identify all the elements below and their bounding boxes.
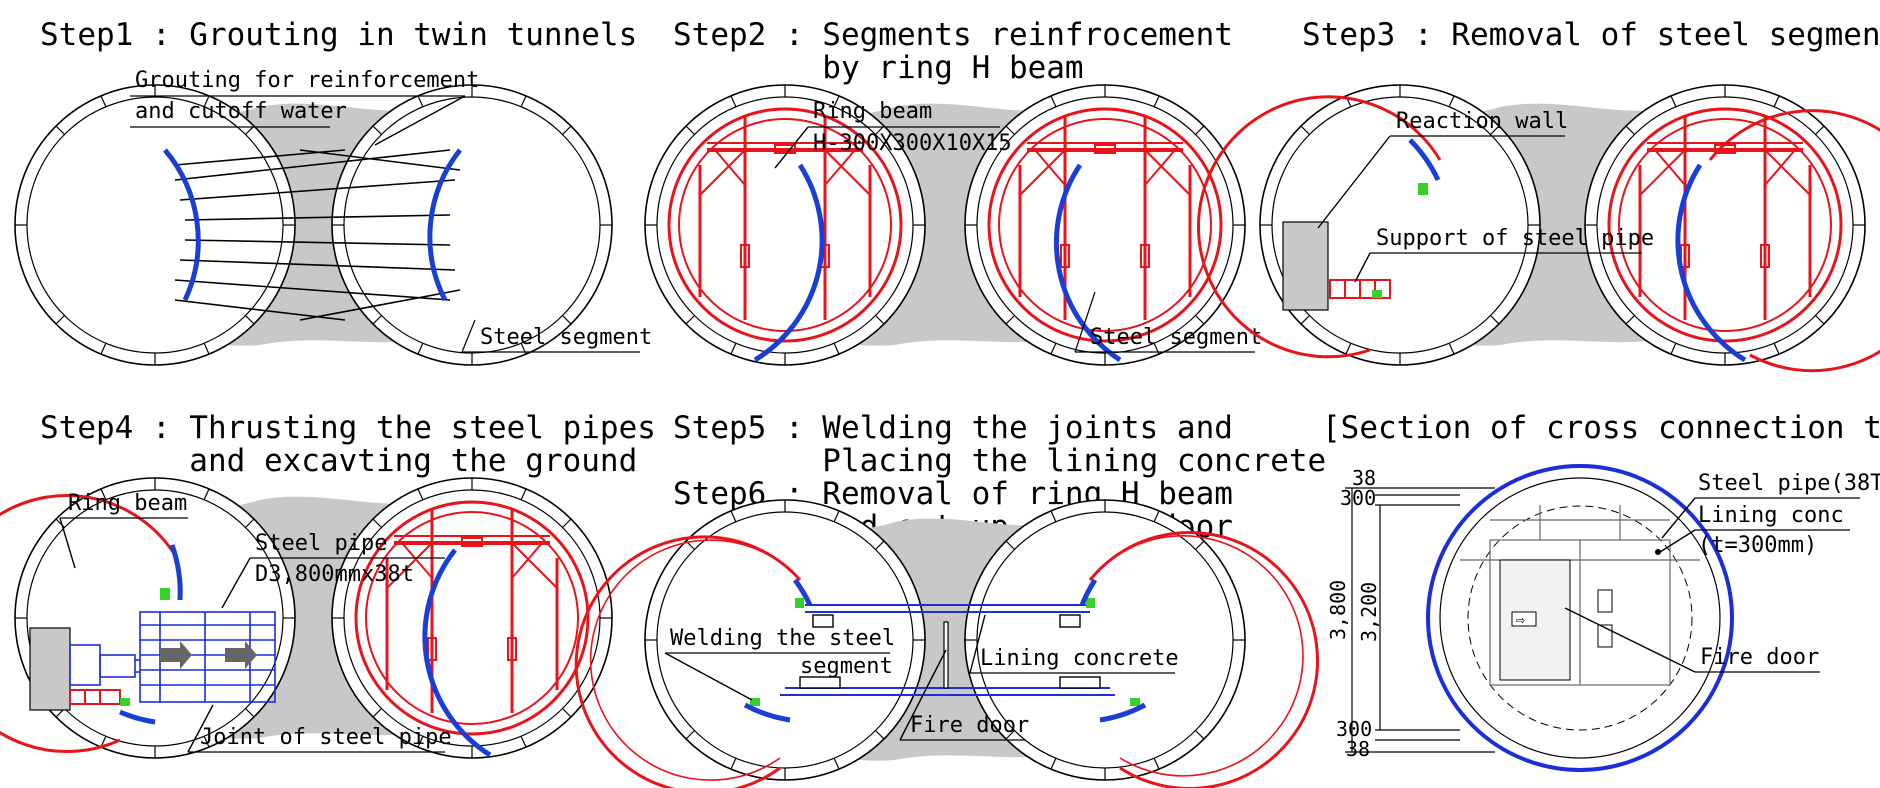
step4-title-line2: and excavting the ground <box>40 443 637 479</box>
steel-segment-left <box>163 148 201 302</box>
left-tunnel <box>14 477 296 759</box>
section-lining-thickness-label: (t=300mm) <box>1698 533 1817 558</box>
step4-steel-pipe-label: Steel pipe <box>255 531 387 556</box>
step1-title: Step1 : Grouting in twin tunnels <box>40 17 637 53</box>
joint-marker <box>120 698 130 706</box>
section-title: [Section of cross connection tunnel] <box>1322 410 1880 446</box>
joint-marker <box>1372 290 1382 298</box>
dim-3800: 3,800 <box>1326 580 1350 640</box>
section-panel: [Section of cross connection tunnel] ⇨ <box>1322 410 1880 772</box>
steel-pipe-support <box>1329 279 1391 299</box>
step3-panel: Step3 : Removal of steel segments Reacti… <box>1196 17 1880 373</box>
reaction-wall <box>1282 221 1329 311</box>
step5-lining-label: Lining concrete <box>980 646 1179 671</box>
steel-segment-right <box>427 148 462 302</box>
dim-300-bottom: 300 <box>1336 717 1372 741</box>
ring-beam-left <box>0 494 177 754</box>
steel-segment-right <box>422 548 492 758</box>
step4-panel: Step4 : Thrusting the steel pipes and ex… <box>0 410 656 759</box>
step3-support-label: Support of steel pipe <box>1376 226 1654 251</box>
step3-title: Step3 : Removal of steel segments <box>1302 17 1880 53</box>
step2-title-line2: by ring H beam <box>673 50 1084 86</box>
step4-ring-beam-label: Ring beam <box>68 491 187 516</box>
section-fire-door-label: Fire door <box>1700 645 1819 670</box>
steel-segment-right <box>1054 163 1122 363</box>
step1-grouting-label-2: and cutoff water <box>135 99 347 124</box>
section-steel-pipe-label: Steel pipe(38T) <box>1698 471 1880 496</box>
right-tunnel <box>331 477 613 759</box>
right-tunnel <box>964 499 1246 781</box>
dim-300-top: 300 <box>1340 486 1376 510</box>
step4-title-line1: Step4 : Thrusting the steel pipes <box>40 410 656 446</box>
step6-fire-door-label: Fire door <box>910 713 1029 738</box>
thrust-arrow-icon <box>160 641 192 669</box>
step5-welding-label-1: Welding the steel <box>670 626 895 651</box>
reaction-wall <box>29 627 71 711</box>
right-tunnel <box>1584 84 1866 366</box>
dim-3200: 3,200 <box>1357 582 1381 642</box>
step2-title-line1: Step2 : Segments reinfrocement <box>673 17 1233 53</box>
dimension-lines <box>1345 487 1495 753</box>
dim-38-top: 38 <box>1352 466 1376 490</box>
jack-assembly <box>69 644 140 686</box>
joint-marker <box>1418 183 1428 195</box>
step2-ring-beam-label: Ring beam <box>813 99 932 124</box>
dim-38-bottom: 38 <box>1346 737 1370 761</box>
ring-beam-partial <box>1196 95 1442 359</box>
thrust-arrow-icon <box>225 641 257 669</box>
svg-text:⇨: ⇨ <box>1516 614 1525 627</box>
step1-panel: Step1 : Grouting in twin tunnels Groutin… <box>14 17 652 366</box>
step5-welding-label-2: segment <box>800 654 893 679</box>
steel-segment-left <box>753 163 825 363</box>
step1-grouting-label-1: Grouting for reinforcement <box>135 68 479 93</box>
step5-title-line2: Placing the lining concrete <box>673 443 1326 479</box>
step2-steel-segment-label: Steel segment <box>1090 325 1262 350</box>
step4-pipe-size-label: D3,800mmx38t <box>255 562 414 587</box>
step1-steel-segment-label: Steel segment <box>480 325 652 350</box>
right-tunnel <box>331 84 613 366</box>
step3-reaction-wall-label: Reaction wall <box>1396 109 1568 134</box>
section-lining-label: Lining conc <box>1698 503 1844 528</box>
grout-lines <box>174 149 461 321</box>
step56-panel: Step5 : Welding the joints and Placing t… <box>574 410 1326 788</box>
step4-joint-label: Joint of steel pipe <box>200 725 452 750</box>
fire-door <box>943 621 949 689</box>
steel-segment-right <box>1675 163 1747 363</box>
steel-pipe-support <box>69 689 121 705</box>
right-tunnel <box>964 84 1246 366</box>
lining-concrete <box>1439 477 1721 759</box>
step2-hbeam-size-label: H-300X300X10X15 <box>813 131 1012 156</box>
step2-panel: Step2 : Segments reinfrocement by ring H… <box>644 17 1262 366</box>
step5-title-line1: Step5 : Welding the joints and <box>673 410 1233 446</box>
